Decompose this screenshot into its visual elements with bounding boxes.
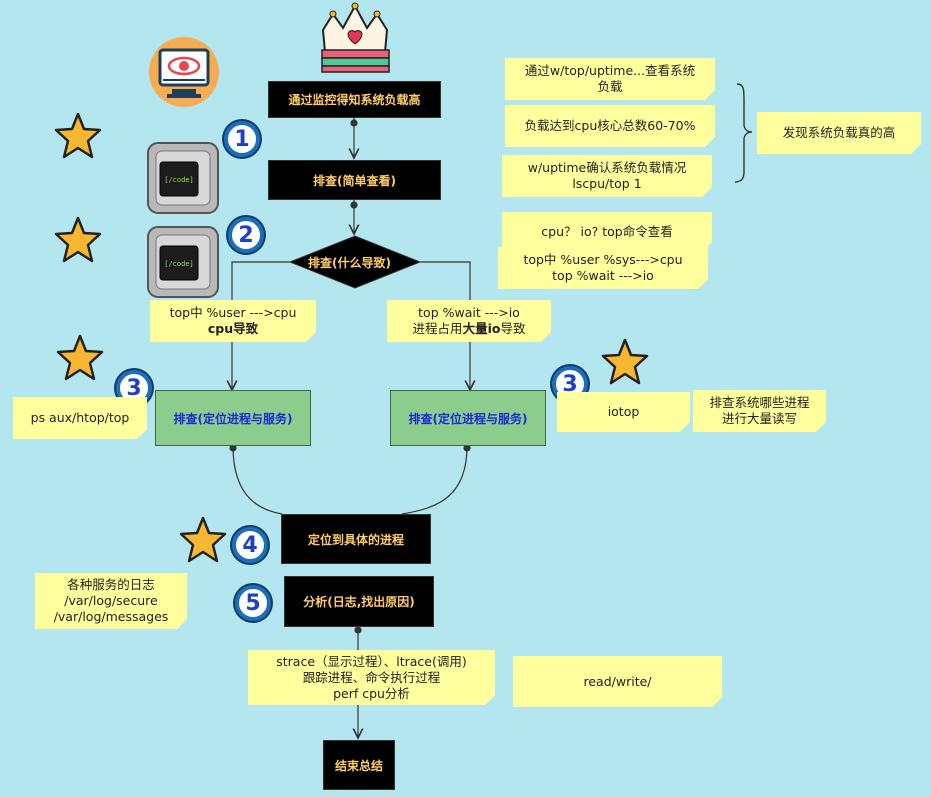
brace <box>734 83 753 183</box>
edge-left-step4 <box>232 445 283 515</box>
note-text: top %wait --->io <box>418 305 520 320</box>
note-check-load: 通过w/top/uptime...查看系统 负载 <box>505 58 715 100</box>
note-text: 导致 <box>500 321 526 336</box>
note-ps-tools: ps aux/htop/top <box>13 397 147 439</box>
note-text: iotop <box>607 404 640 419</box>
note-text: 负载 <box>597 79 623 94</box>
note-iotop: iotop <box>557 392 690 432</box>
step-badge-5: 5 <box>235 585 271 621</box>
note-text: 发现系统负载真的高 <box>782 125 896 140</box>
note-text: cpu？ io? top命令查看 <box>541 224 673 239</box>
note-text: w/uptime确认系统负载情况 <box>527 160 687 175</box>
node-start: 通过监控得知系统负载高 <box>268 81 441 118</box>
crown-icon <box>321 2 390 73</box>
note-text: 跟踪进程、命令执行过程 <box>302 669 441 685</box>
note-text: top中 %user --->cpu <box>169 305 297 320</box>
note-load-high: 发现系统负载真的高 <box>757 112 921 154</box>
note-text: top %wait --->io <box>552 268 654 283</box>
star-icon <box>601 338 649 385</box>
decision-label: 排查(什么导致) <box>308 256 391 270</box>
note-text: /var/log/secure <box>64 593 158 608</box>
edge-step2-left <box>232 261 290 390</box>
code-label: [/code] <box>164 260 194 268</box>
star-icon <box>54 112 102 159</box>
note-text: 各种服务的日志 <box>67 577 155 592</box>
node-end-summary: 结束总结 <box>323 740 395 790</box>
note-text: 大量io <box>462 321 501 336</box>
edge-dot <box>354 626 362 634</box>
note-text: 排查系统哪些进程 <box>709 395 810 410</box>
note-text: lscpu/top 1 <box>572 176 642 191</box>
note-text: ps aux/htop/top <box>30 410 130 425</box>
note-io-cause: top %wait --->io 进程占用大量io导致 <box>387 300 551 342</box>
code-label: [/code] <box>164 176 194 184</box>
code-monitor-icon: [/code] <box>147 142 219 214</box>
note-text: read/write/ <box>583 673 652 689</box>
step-badge-2: 2 <box>228 217 264 253</box>
note-text: 通过w/top/uptime...查看系统 <box>524 63 696 78</box>
star-icon <box>179 516 227 563</box>
step-badge-4: 4 <box>232 527 268 563</box>
note-text: 负载达到cpu核心总数60-70% <box>524 118 696 133</box>
note-cpu-cause: top中 %user --->cpu cpu导致 <box>150 300 316 342</box>
note-cpu-or-io: cpu？ io? top命令查看 <box>502 212 712 252</box>
note-text: /var/log/messages <box>53 609 169 624</box>
node-locate-process-left: 排查(定位进程与服务) <box>155 390 311 446</box>
edge-dot <box>350 201 358 209</box>
note-text: perf cpu分析 <box>333 685 410 701</box>
monitor-eye-icon <box>149 37 219 107</box>
node-locate-specific-process: 定位到具体的进程 <box>281 514 431 564</box>
node-locate-process-right: 排查(定位进程与服务) <box>390 390 546 446</box>
step-badge-1: 1 <box>224 121 260 157</box>
note-text: top中 %user %sys--->cpu <box>523 252 683 267</box>
note-load-threshold: 负载达到cpu核心总数60-70% <box>505 105 715 147</box>
note-text-row: 进程占用大量io导致 <box>413 321 526 337</box>
node-analyze-logs: 分析(日志,找出原因) <box>284 576 434 627</box>
star-icon <box>54 216 102 263</box>
note-text: 进行大量读写 <box>721 411 797 426</box>
node-simple-check: 排查(简单查看) <box>268 160 441 200</box>
note-io-processes: 排查系统哪些进程 进行大量读写 <box>693 390 826 432</box>
edge-dot <box>350 119 358 127</box>
note-text: 进程占用 <box>412 321 463 336</box>
note-trace-tools: strace（显示过程）、ltrace(调用) 跟踪进程、命令执行过程 perf… <box>248 650 495 705</box>
note-top-fields: top中 %user %sys--->cpu top %wait --->io <box>498 247 708 289</box>
note-log-files: 各种服务的日志 /var/log/secure /var/log/message… <box>35 573 187 629</box>
note-read-write: read/write/ <box>513 656 722 707</box>
decision-diamond <box>288 235 422 289</box>
star-icon <box>56 334 104 381</box>
edge-right-step4 <box>401 445 468 515</box>
edge-step2-right <box>420 261 470 390</box>
note-text: cpu导致 <box>207 321 259 336</box>
note-text: strace（显示过程）、ltrace(调用) <box>276 653 467 669</box>
note-confirm-load: w/uptime确认系统负载情况 lscpu/top 1 <box>502 155 712 197</box>
code-monitor-icon: [/code] <box>147 226 219 298</box>
